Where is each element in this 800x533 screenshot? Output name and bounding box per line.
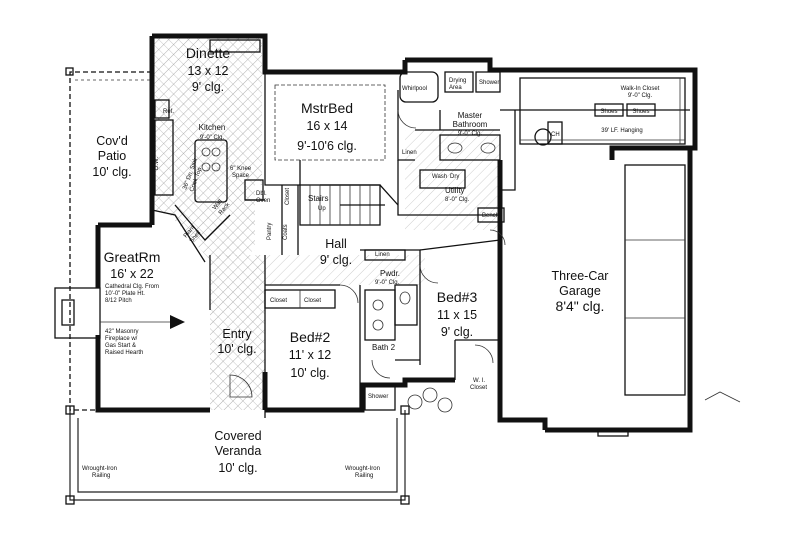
kitchen-fixtures: [154, 39, 264, 241]
dry-label: Dry: [450, 174, 459, 180]
kitchen-ceiling: 9'-0" Clg.: [200, 135, 225, 141]
walkin-shoes2: Shoes: [632, 109, 649, 115]
shower-label-bath2: Shower: [368, 394, 388, 400]
bed3-name: Bed#3: [437, 289, 478, 305]
walkin-shoes1: Shoes: [600, 109, 617, 115]
shower-label: Shower: [479, 80, 499, 86]
tray-ceiling-outline: [274, 84, 386, 161]
veranda-ceiling: 10' clg.: [218, 461, 257, 475]
greatrm-name: GreatRm: [104, 249, 161, 265]
bed2-size: 11' x 12: [289, 348, 332, 362]
greatrm-note2: 10'-0" Plate Ht.: [105, 291, 145, 297]
kitchen-name: Kitchen: [199, 123, 226, 132]
veranda-name2: Veranda: [215, 444, 262, 458]
utility-name: Utility: [445, 186, 465, 195]
dinette-name: Dinette: [186, 45, 231, 61]
walkin-line1: Walk-In Closet: [621, 86, 660, 92]
wrought-right-label: Wrought-Iron: [345, 466, 380, 472]
wrought-left-label: Wrought-Iron: [82, 466, 117, 472]
wi-closet-label: W. I.: [473, 378, 485, 384]
closet-label-1: Closet: [270, 298, 287, 304]
patio-name2: Patio: [98, 149, 127, 163]
dbl-oven-label: Dbl.: [256, 191, 267, 197]
bed2-ceiling: 10' clg.: [290, 366, 329, 380]
entry-name: Entry: [222, 327, 252, 341]
dinette-ceiling: 9' clg.: [192, 80, 224, 94]
wall-oven-label: Wall: [212, 199, 224, 212]
wash-label: Wash: [432, 174, 447, 180]
garage-name2: Garage: [559, 284, 601, 298]
walkin-line2: 9'-0" Clg.: [628, 93, 653, 99]
whirlpool-label: Whirlpool: [402, 86, 427, 92]
fireplace-line3: Gas Start &: [105, 343, 136, 349]
hall-ceiling: 9' clg.: [320, 253, 352, 267]
wrought-left-label2: Railing: [92, 473, 110, 479]
mstrbed-name: MstrBed: [301, 100, 353, 116]
stairs: [299, 184, 385, 226]
patio-ceiling: 10' clg.: [92, 165, 131, 179]
linen-label-mb: Linen: [402, 150, 417, 156]
mstrbed-size: 16 x 14: [306, 119, 347, 133]
veranda-name: Covered: [214, 429, 261, 443]
masterbath-name: Master: [458, 111, 483, 120]
closet-label-2: Closet: [304, 298, 321, 304]
drying-label2: Area: [449, 85, 462, 91]
linen-label: Linen: [375, 252, 390, 258]
bed2-name: Bed#2: [290, 329, 331, 345]
bed3-size: 11 x 15: [437, 308, 477, 322]
ref-label: Ref.: [163, 109, 174, 115]
entry-ceiling: 10' clg.: [217, 342, 256, 356]
walkin-closet: [519, 77, 686, 145]
garage-details: [597, 164, 741, 437]
drying-label: Drying: [449, 78, 466, 84]
bath2-fixtures: [364, 249, 418, 411]
dw-label: D.W.: [154, 157, 160, 170]
garage-name: Three-Car: [552, 269, 609, 283]
tile-floor-hatching: [152, 36, 500, 410]
closet-label-hall: Closet: [285, 188, 291, 205]
masterbath-name2: Bathroom: [453, 120, 488, 129]
ch-label: CH: [551, 132, 560, 138]
garage-ceiling: 8'4" clg.: [556, 298, 605, 314]
greatrm-size: 16' x 22: [110, 267, 153, 281]
wrought-right-label2: Railing: [355, 473, 373, 479]
covered-patio-outline: [65, 67, 152, 411]
patio-name: Cov'd: [96, 134, 128, 148]
walkin-hanging: 39' LF. Hanging: [601, 128, 643, 134]
pantry-label: Pantry: [267, 223, 273, 240]
bench-label: Bench: [482, 213, 499, 219]
greatrm-note1: Cathedral Clg. From: [105, 284, 159, 290]
bed2-closets: [264, 289, 336, 309]
bath2-name: Bath 2: [372, 343, 396, 352]
mstrbed-ceiling: 9'-10'6 clg.: [297, 139, 357, 153]
wi-closet-label2: Closet: [470, 385, 487, 391]
utility-ceiling: 8'-0" Clg.: [445, 197, 470, 203]
stairs-label: Stairs: [308, 194, 328, 203]
fireplace-line2: Fireplace w/: [105, 336, 138, 342]
hall-name: Hall: [325, 237, 347, 251]
coats-label: Coats: [283, 224, 289, 240]
pwdr-name: Pwdr.: [380, 269, 400, 278]
knee-label: 6" Knee: [230, 166, 252, 172]
knee-label2: Space: [232, 173, 250, 179]
dinette-size: 13 x 12: [187, 64, 228, 78]
fireplace-symbol: [54, 287, 185, 339]
greatrm-note3: 8/12 Pitch: [105, 298, 132, 304]
door-swings: [229, 109, 506, 398]
bed3-ceiling: 9' clg.: [441, 325, 473, 339]
pwdr-ceiling: 9'-0" Clg.: [375, 280, 400, 286]
dbl-oven-label2: Oven: [256, 198, 270, 204]
shrub-icons: [407, 387, 453, 413]
covered-veranda: [65, 405, 410, 505]
masterbath-ceiling: 9'-0" Clg.: [458, 131, 483, 137]
fireplace-line4: Raised Hearth: [105, 350, 143, 356]
stairs-up-label: Up: [318, 206, 326, 212]
fireplace-line1: 42" Masonry: [105, 329, 138, 335]
